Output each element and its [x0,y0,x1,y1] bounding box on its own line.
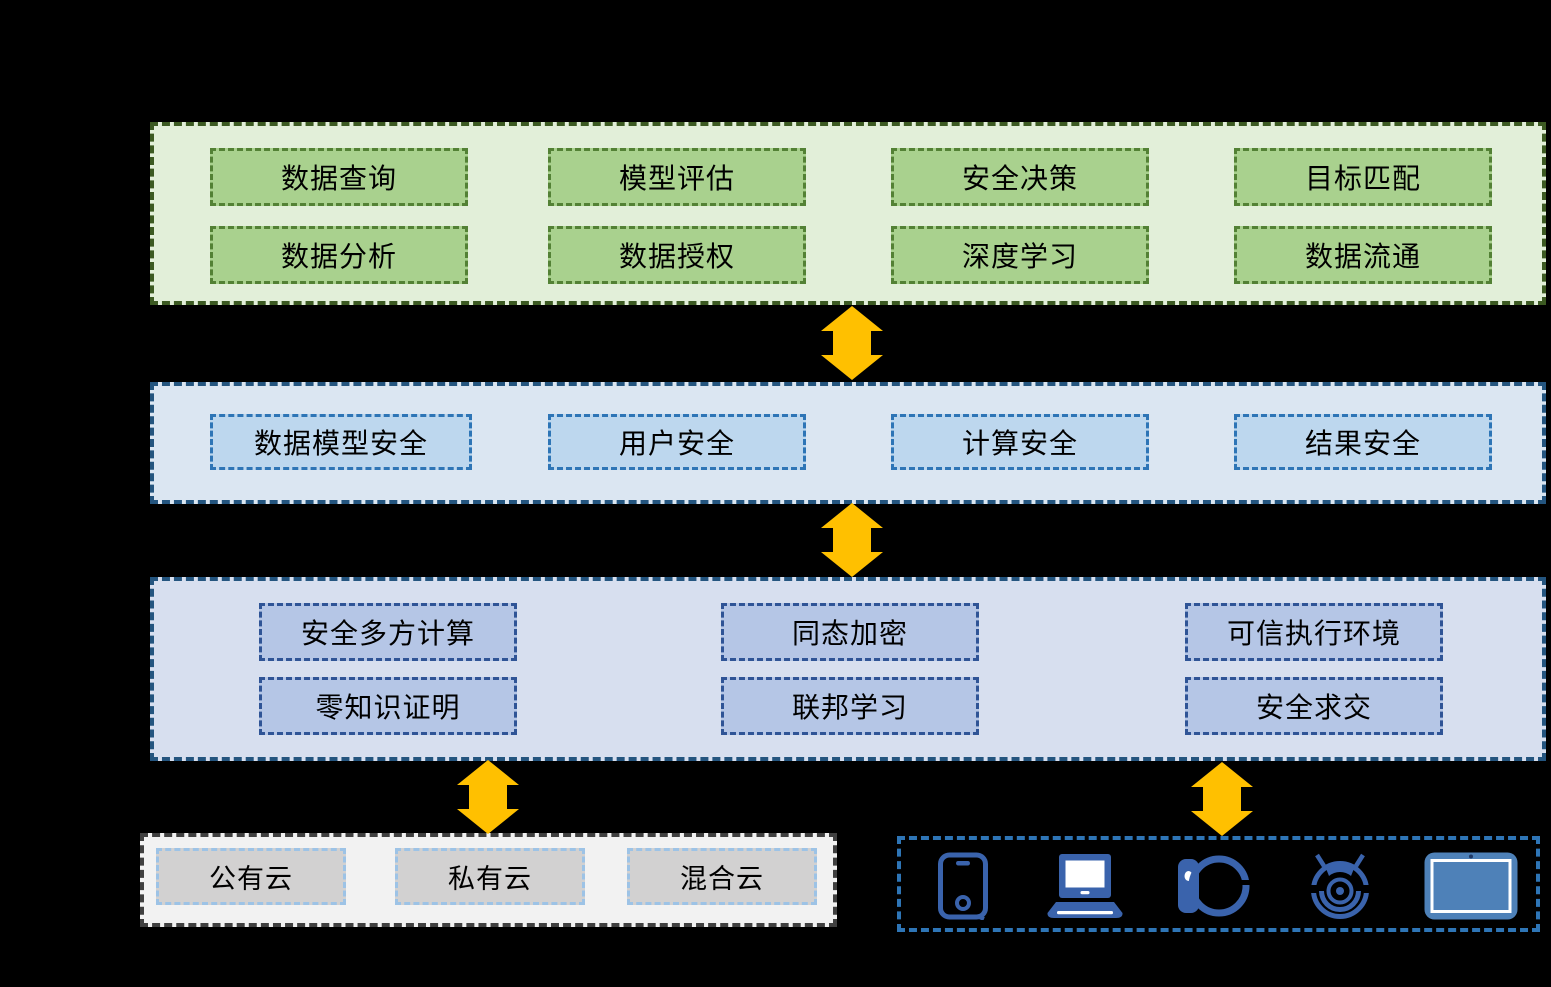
tech-box-homomorphic: 同态加密 [721,603,979,661]
app-box-secure-decision: 安全决策 [891,148,1149,206]
tech-box-psi: 安全求交 [1185,677,1443,735]
double-arrow-icon [1191,762,1253,836]
app-box-data-analysis: 数据分析 [210,226,468,284]
cloud-box-hybrid: 混合云 [627,848,817,905]
cloud-box-private: 私有云 [395,848,585,905]
tech-box-zero-knowledge: 零知识证明 [259,677,517,735]
tech-box-tee: 可信执行环境 [1185,603,1443,661]
app-box-model-eval: 模型评估 [548,148,806,206]
app-box-data-auth: 数据授权 [548,226,806,284]
cloud-box-public: 公有云 [156,848,346,905]
security-layer: 数据模型安全 用户安全 计算安全 结果安全 [150,382,1546,504]
laptop-icon [1047,854,1123,918]
app-box-data-flow: 数据流通 [1234,226,1492,284]
application-layer: 数据查询 模型评估 安全决策 目标匹配 数据分析 数据授权 深度学习 数据流通 [150,122,1546,305]
tech-box-mpc: 安全多方计算 [259,603,517,661]
smartwatch-icon [1178,855,1250,917]
double-arrow-icon [457,760,519,834]
technology-layer: 安全多方计算 同态加密 可信执行环境 零知识证明 联邦学习 安全求交 [150,577,1546,761]
robot-vacuum-icon [1308,853,1372,919]
sec-box-user-security: 用户安全 [548,414,806,470]
device-layer [897,836,1540,932]
cloud-layer: 公有云 私有云 混合云 [140,833,837,927]
sec-box-data-model-security: 数据模型安全 [210,414,472,470]
sec-box-result-security: 结果安全 [1234,414,1492,470]
tech-box-federated: 联邦学习 [721,677,979,735]
app-box-data-query: 数据查询 [210,148,468,206]
app-box-target-match: 目标匹配 [1234,148,1492,206]
smartphone-icon [938,852,988,920]
sec-box-compute-security: 计算安全 [891,414,1149,470]
double-arrow-icon [821,503,883,577]
tablet-icon [1424,852,1518,920]
app-box-deep-learning: 深度学习 [891,226,1149,284]
double-arrow-icon [821,306,883,380]
